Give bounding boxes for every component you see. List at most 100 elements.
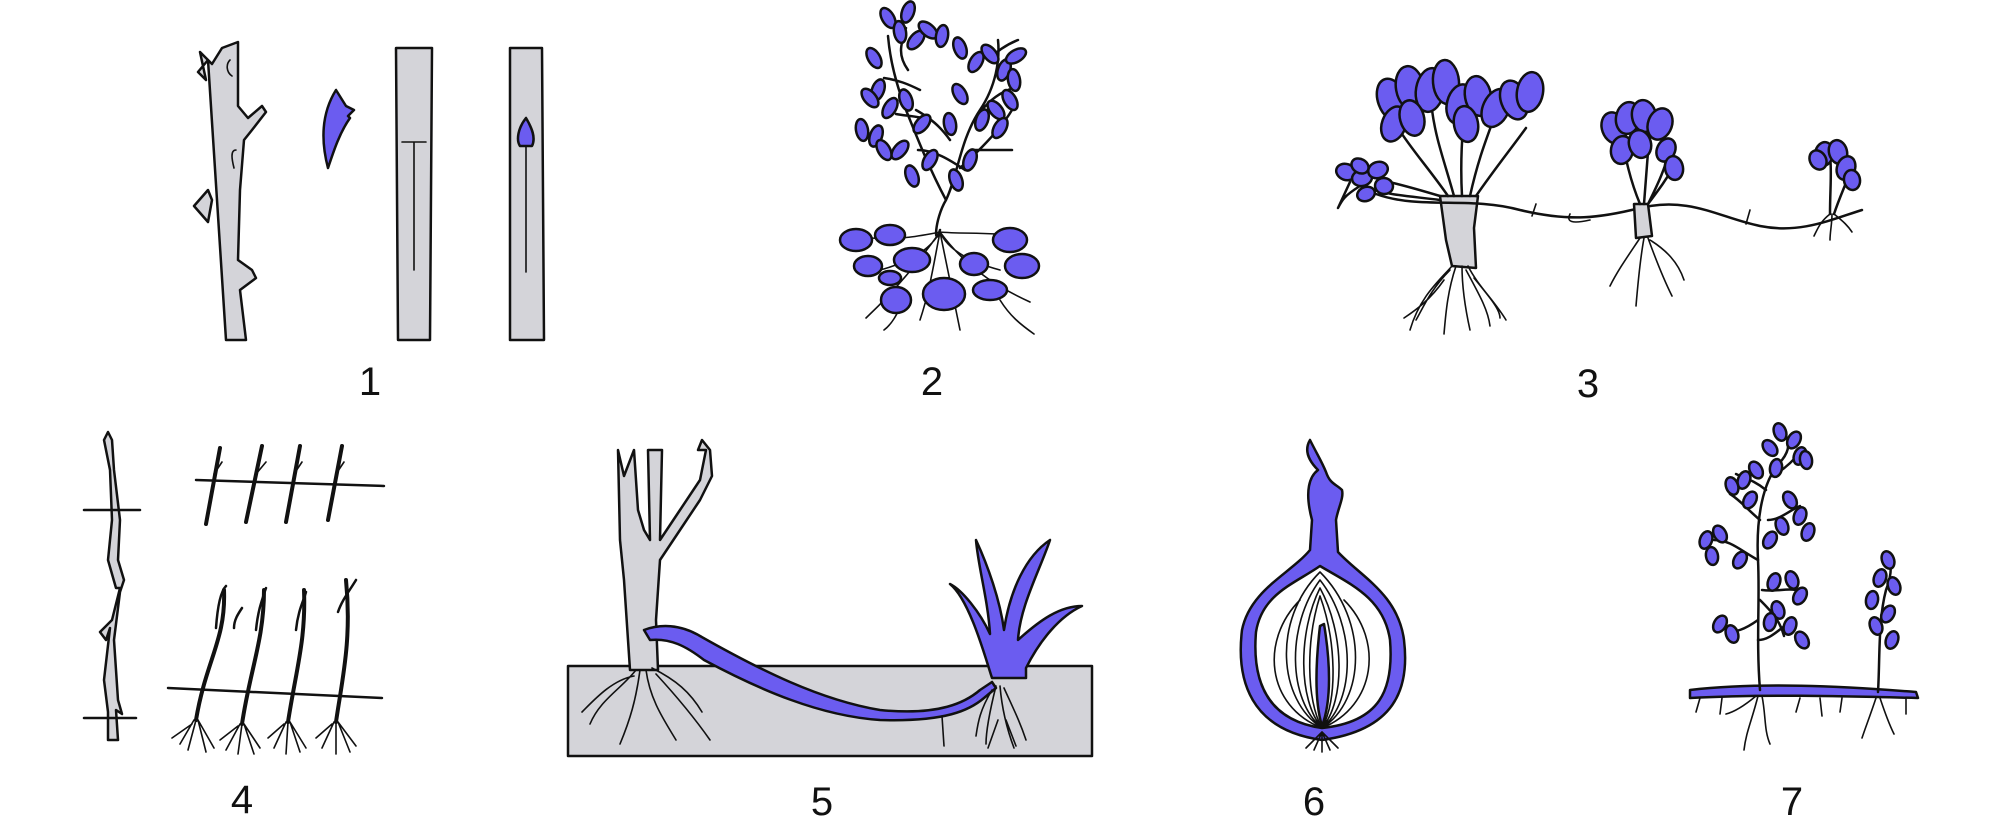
panel-3-leaf [1373,176,1395,196]
panel-5-new-plant-roots [975,685,1027,749]
panel-3-leaves [1334,58,1862,203]
panel-5-parent-stump [616,438,714,672]
panel-3-mother-roots [1403,265,1507,335]
panel-3-leaf [1808,149,1828,171]
panel-3-runners: 3 [1334,58,1864,406]
panel-4-cut-segments-row [204,444,344,526]
panel-3-leaf [1627,128,1653,160]
panel-4-new-shoots [214,578,358,632]
panel-2-leaf [947,168,965,192]
panel-5-stump-roots [581,667,711,745]
panel-7-leaf [1761,438,1779,458]
panel-2-leaf [881,96,899,120]
panel-7-suckers: 7 [1688,422,1920,824]
panel-3-leaf [1515,70,1545,114]
panel-6-basal-plate-roots [1305,731,1339,753]
panel-7-leaf [1872,568,1888,588]
panel-2-tuber [852,254,884,278]
panel-2-leaf [934,23,950,49]
panel-2-label: 2 [921,360,943,404]
panel-2-tuber [877,269,903,287]
panel-2-tuber-plant: 2 [838,0,1041,404]
panel-2-leaf [854,117,870,143]
panel-7-leaf [1784,570,1800,590]
panel-5-label: 5 [811,780,833,824]
panel-7-leaf [1768,457,1784,479]
panel-7-leaf [1798,449,1814,471]
panel-4-cut-lines [82,508,142,720]
panel-2-leaf [903,164,921,188]
panel-7-leaf [1698,530,1714,550]
panel-3-leaf [1842,168,1862,192]
panel-7-leaf [1868,616,1884,636]
panel-2-leaf [875,138,893,162]
panel-2-tuber [991,226,1029,254]
panel-7-leaf [1879,604,1897,624]
panel-5-layering: 5 [566,438,1094,824]
panel-2-leaf [1006,67,1022,93]
panel-3-daughter-crown [1632,202,1654,240]
panel-7-leaf [1736,470,1752,490]
panel-7-leaf [1792,506,1808,526]
panel-7-roots [1695,695,1907,751]
panel-4-roots [171,719,357,755]
panel-4-soil-line-bottom [166,686,384,700]
panel-2-leaf [973,108,991,132]
panel-6-label: 6 [1303,780,1325,824]
panel-5-peg [941,715,945,747]
panel-7-leaf [1782,616,1798,636]
panel-7-leaf [1781,490,1799,510]
panel-1-scion-branch-detail [226,59,237,169]
panel-7-leaf [1724,476,1740,496]
panel-7-leaf [1793,630,1811,650]
panel-7-leaf [1711,614,1729,634]
panel-2-leaf [942,111,958,137]
panel-7-leaf [1724,624,1740,644]
panel-7-leaf [1761,530,1779,550]
panel-4-rooted-cuttings [194,578,350,726]
panel-7-leaf [1766,572,1782,592]
panel-1-t-cut [401,141,427,271]
panel-7-leaf [1772,422,1788,442]
panel-7-leaf [1731,550,1749,570]
panel-2-leaf [951,82,969,106]
panel-4-stem [98,430,126,742]
panel-2-leaf [980,43,1000,65]
panel-7-leaf [1762,611,1778,633]
panel-3-daughter-roots [1609,237,1685,307]
panel-7-leaf [1884,630,1900,650]
panel-3-daughter-petioles [1618,124,1676,206]
panel-7-leaf [1791,586,1809,606]
panel-3-runner-nodes [1531,203,1751,225]
panel-2-leaf [865,46,883,70]
panel-2-leaf [860,87,880,109]
panel-2-leaf [912,113,932,135]
panel-2-leaf [991,116,1009,140]
panel-2-leaf [921,148,939,172]
panel-3-leaf [1355,185,1377,203]
panel-7-leaf [1711,524,1729,544]
panel-2-leaf [899,0,917,24]
panel-7-leaf [1747,460,1765,480]
panel-7-leaf [1880,550,1896,570]
panel-7-leaf [1800,522,1816,542]
panel-3-mother-petioles [1378,98,1528,198]
panel-1-rootstock-budded [508,46,546,342]
panel-2-leaf [890,139,910,161]
panel-2-tuber [873,223,907,247]
panel-6-bulb-section: 6 [1239,438,1407,824]
panel-2-tuber [892,246,932,274]
panel-3-leaf [1398,99,1426,137]
panel-1-label: 1 [359,360,381,404]
panel-5-layered-branch [642,624,998,722]
panel-7-label: 7 [1781,780,1803,824]
panel-4-cut-segments-nodes [213,461,345,475]
panel-6-central-bud [1315,622,1331,728]
panel-4-stem-cuttings: 4 [82,430,386,822]
panel-1-grafting: 1 [192,40,546,404]
panel-3-label: 3 [1577,362,1599,406]
panel-3-leaf [1452,104,1480,144]
panel-2-tuber [971,278,1009,302]
